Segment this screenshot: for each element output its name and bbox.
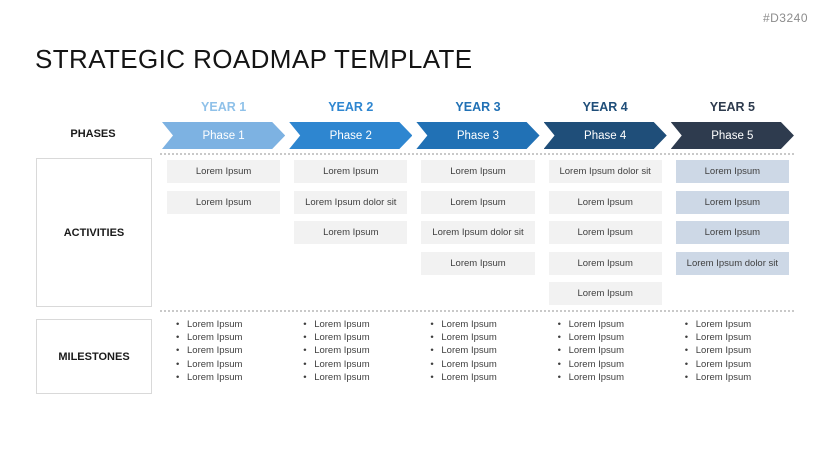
phase-2-arrow: Phase 2 [289,122,412,149]
phase-4-arrow: Phase 4 [544,122,667,149]
milestone-item: Lorem Ipsum [558,344,669,357]
milestone-item: Lorem Ipsum [303,371,414,384]
milestone-item: Lorem Ipsum [685,371,796,384]
milestone-item: Lorem Ipsum [430,358,541,371]
milestone-item: Lorem Ipsum [430,371,541,384]
activity-box: Lorem Ipsum dolor sit [675,251,789,275]
milestone-item: Lorem Ipsum [558,358,669,371]
activity-box: Lorem Ipsum [548,251,662,275]
year-1-header: YEAR 1 [201,100,247,114]
activity-box: Lorem Ipsum dolor sit [294,190,408,214]
activity-box: Lorem Ipsum [167,160,281,183]
activities-year-3: Lorem Ipsum Lorem Ipsum Lorem Ipsum dolo… [414,160,541,305]
activities-year-5: Lorem Ipsum Lorem Ipsum Lorem Ipsum Lore… [669,160,796,305]
milestone-item: Lorem Ipsum [685,318,796,331]
milestones-year-5: Lorem Ipsum Lorem Ipsum Lorem Ipsum Lore… [669,318,796,384]
slide-id-tag: #D3240 [762,11,808,25]
activities-year-1: Lorem Ipsum Lorem Ipsum [160,160,287,305]
year-5-header: YEAR 5 [709,100,755,114]
activity-box: Lorem Ipsum [675,190,789,214]
phase-1-arrow: Phase 1 [162,122,285,149]
page-title: STRATEGIC ROADMAP TEMPLATE [35,44,473,75]
activity-box: Lorem Ipsum [294,221,408,244]
milestone-item: Lorem Ipsum [176,358,287,371]
milestones-year-1: Lorem Ipsum Lorem Ipsum Lorem Ipsum Lore… [160,318,287,384]
phase-5-arrow: Phase 5 [671,122,794,149]
activity-box: Lorem Ipsum [421,190,535,214]
activity-box: Lorem Ipsum [167,190,281,214]
milestones-year-3: Lorem Ipsum Lorem Ipsum Lorem Ipsum Lore… [414,318,541,384]
row-label-phases: PHASES [70,128,116,140]
activity-box: Lorem Ipsum [548,282,662,305]
milestones-year-4: Lorem Ipsum Lorem Ipsum Lorem Ipsum Lore… [542,318,669,384]
milestone-item: Lorem Ipsum [558,371,669,384]
row-label-activities-box: ACTIVITIES [36,158,152,307]
row-label-milestones-box: MILESTONES [36,319,152,394]
milestone-item: Lorem Ipsum [176,344,287,357]
activities-year-4: Lorem Ipsum dolor sit Lorem Ipsum Lorem … [542,160,669,305]
row-label-activities: ACTIVITIES [63,226,125,239]
year-header-row: YEAR 1 YEAR 2 YEAR 3 YEAR 4 YEAR 5 [160,98,796,116]
milestone-item: Lorem Ipsum [176,331,287,344]
separator-dotted-bottom [160,310,794,312]
activities-grid: Lorem Ipsum Lorem Ipsum Lorem Ipsum Lore… [160,160,796,305]
year-2-header: YEAR 2 [328,100,374,114]
milestones-grid: Lorem Ipsum Lorem Ipsum Lorem Ipsum Lore… [160,318,796,384]
activity-box: Lorem Ipsum [675,221,789,244]
separator-dotted-top [160,153,794,155]
activity-box: Lorem Ipsum [294,160,408,183]
milestone-item: Lorem Ipsum [303,358,414,371]
milestone-item: Lorem Ipsum [430,331,541,344]
milestone-item: Lorem Ipsum [303,331,414,344]
activities-year-2: Lorem Ipsum Lorem Ipsum dolor sit Lorem … [287,160,414,305]
year-3-header: YEAR 3 [455,100,501,114]
milestone-item: Lorem Ipsum [303,344,414,357]
milestone-item: Lorem Ipsum [430,344,541,357]
year-4-header: YEAR 4 [582,100,628,114]
milestone-item: Lorem Ipsum [430,318,541,331]
phase-3-arrow: Phase 3 [416,122,539,149]
phases-row: Phase 1 Phase 2 Phase 3 Phase 4 Phase 5 [160,122,796,149]
milestone-item: Lorem Ipsum [176,318,287,331]
milestone-item: Lorem Ipsum [685,358,796,371]
activity-box: Lorem Ipsum dolor sit [421,221,535,244]
activity-box: Lorem Ipsum dolor sit [548,160,662,183]
milestone-item: Lorem Ipsum [176,371,287,384]
activity-box: Lorem Ipsum [421,160,535,183]
milestone-item: Lorem Ipsum [558,318,669,331]
activity-box: Lorem Ipsum [548,221,662,244]
row-label-milestones: MILESTONES [58,350,130,363]
activity-box: Lorem Ipsum [675,160,789,183]
activity-box: Lorem Ipsum [548,190,662,214]
activity-box: Lorem Ipsum [421,251,535,275]
milestones-year-2: Lorem Ipsum Lorem Ipsum Lorem Ipsum Lore… [287,318,414,384]
milestone-item: Lorem Ipsum [685,331,796,344]
milestone-item: Lorem Ipsum [685,344,796,357]
milestone-item: Lorem Ipsum [303,318,414,331]
milestone-item: Lorem Ipsum [558,331,669,344]
